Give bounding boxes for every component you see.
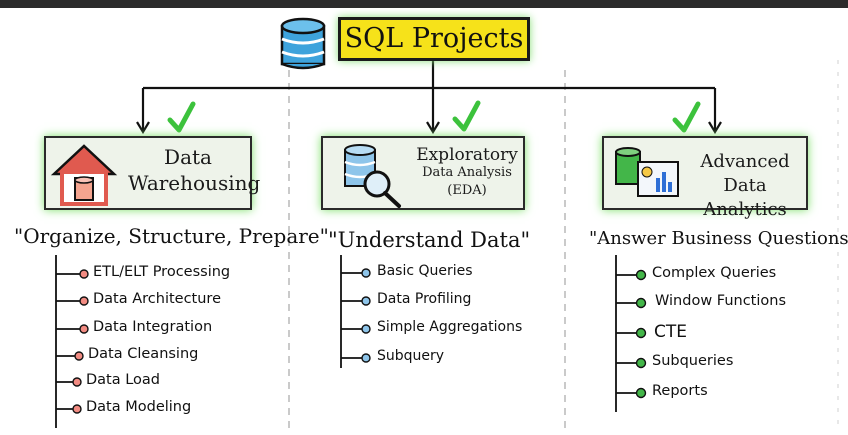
tagline-eda: "Understand Data" — [328, 228, 531, 252]
card-advanced-analytics: Advanced Data Analytics — [602, 136, 808, 220]
list-item: Complex Queries — [652, 265, 777, 281]
connectors — [136, 60, 722, 135]
list-item: Subquery — [377, 348, 445, 364]
list-item: Data Profiling — [377, 291, 472, 307]
checkmark-icon — [672, 101, 701, 133]
card-title-line: Exploratory — [416, 145, 518, 165]
bullet-icon — [635, 297, 647, 309]
card-eda: Exploratory Data Analysis (EDA) — [321, 136, 525, 210]
bullet-icon — [72, 404, 82, 414]
tagline-analytics: "Answer Business Questions" — [589, 228, 848, 249]
list-item: Subqueries — [652, 353, 734, 369]
card-title-line: Advanced — [700, 151, 790, 172]
bullet-icon — [635, 387, 647, 399]
list-item: Simple Aggregations — [377, 319, 523, 335]
bullet-icon — [635, 357, 647, 369]
list-item: Window Functions — [655, 293, 787, 309]
list-item: Data Load — [86, 372, 161, 388]
card-title-line: Warehousing — [128, 171, 261, 195]
title-banner: SQL Projects — [338, 17, 530, 61]
card-title-line: Data — [164, 145, 212, 169]
database-search-icon — [344, 144, 401, 208]
bullet-icon — [635, 269, 647, 281]
bullet-icon — [79, 296, 89, 306]
bullet-icon — [635, 327, 647, 339]
list-item: Basic Queries — [377, 263, 473, 279]
list-item: Data Modeling — [86, 399, 192, 415]
bullet-icon — [361, 324, 371, 334]
bullet-icon — [361, 268, 371, 278]
tagline-warehousing: "Organize, Structure, Prepare" — [14, 224, 329, 248]
card-title-line: Data Analytics — [703, 175, 787, 220]
list-item: CTE — [654, 322, 687, 342]
bullet-icon — [74, 351, 84, 361]
bullet-icon — [361, 353, 371, 363]
checkmark-icon — [167, 101, 196, 133]
list-item: Data Architecture — [93, 291, 222, 307]
bullet-icon — [361, 296, 371, 306]
checkmark-icon — [452, 100, 481, 132]
list-item: Reports — [652, 383, 708, 399]
bullet-icon — [79, 324, 89, 334]
card-title-line: Data Analysis — [422, 165, 512, 180]
list-item: Data Cleansing — [88, 346, 199, 362]
analytics-dashboard-icon — [615, 147, 679, 197]
top-bar — [0, 0, 848, 8]
list-item: Data Integration — [93, 319, 213, 335]
bullet-icon — [72, 377, 82, 387]
card-data-warehousing: Data Warehousing — [44, 136, 261, 210]
list-item: ETL/ELT Processing — [93, 264, 231, 280]
bullet-icon — [79, 269, 89, 279]
card-title-line: (EDA) — [447, 183, 487, 198]
warehouse-icon — [50, 144, 118, 206]
